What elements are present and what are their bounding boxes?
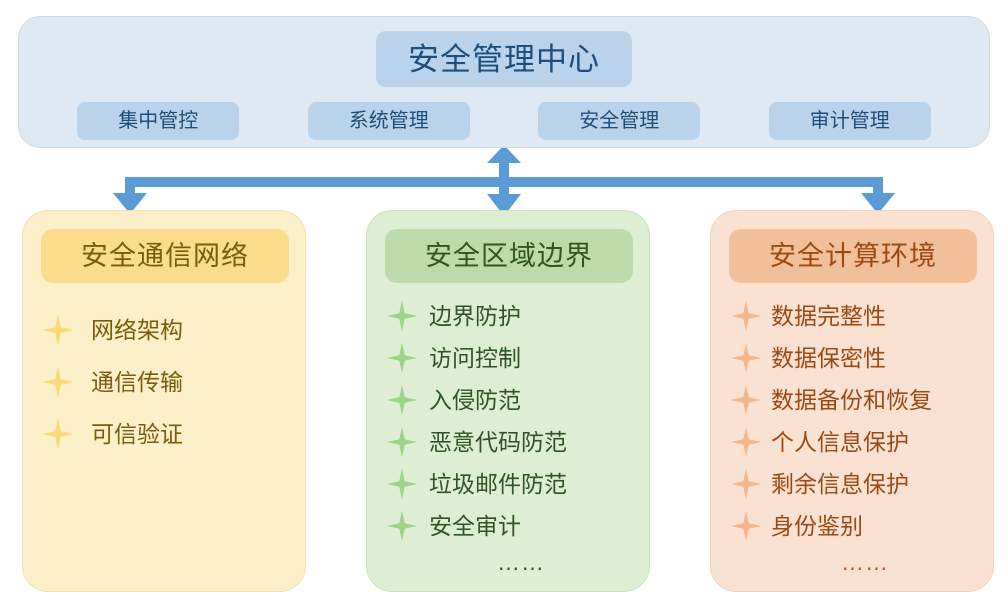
four-point-star-icon	[730, 384, 762, 416]
security-management-center-panel: 安全管理中心 集中管控 系统管理 安全管理 审计管理	[18, 16, 990, 148]
list-item-label: 访问控制	[429, 344, 521, 371]
four-point-star-icon	[42, 314, 74, 346]
four-point-star-icon	[386, 300, 418, 332]
list-item-label: 通信传输	[91, 368, 183, 395]
chip-audit-management[interactable]: 审计管理	[768, 102, 931, 140]
list-item-label: 数据保密性	[771, 344, 886, 371]
list-item-label: 身份鉴别	[771, 512, 863, 539]
arrow-up-icon	[487, 148, 521, 163]
list-item-label: 可信验证	[91, 420, 183, 447]
list-item-label: 恶意代码防范	[429, 428, 567, 455]
four-point-star-icon	[386, 510, 418, 542]
list-item[interactable]: 数据完整性	[729, 299, 975, 333]
column-header: 安全计算环境	[729, 229, 977, 283]
list-item-label: 剩余信息保护	[771, 470, 909, 497]
list-item[interactable]: 垃圾邮件防范	[385, 467, 631, 501]
list-item-label: 数据完整性	[771, 302, 886, 329]
column-title: 安全通信网络	[81, 240, 249, 271]
center-down-stem	[499, 186, 509, 200]
list-item[interactable]: 数据保密性	[729, 341, 975, 375]
horizontal-bar	[125, 177, 883, 187]
list-item[interactable]: 恶意代码防范	[385, 425, 631, 459]
right-stem	[873, 177, 883, 195]
four-point-star-icon	[42, 418, 74, 450]
list-item[interactable]: 安全审计	[385, 509, 631, 543]
column-item-list: 边界防护 访问控制 入侵防范 恶意代码防范	[367, 297, 649, 581]
list-item[interactable]: 数据备份和恢复	[729, 383, 975, 417]
four-point-star-icon	[386, 342, 418, 374]
chip-centralized-control[interactable]: 集中管控	[77, 102, 240, 140]
list-item-label: 网络架构	[91, 316, 183, 343]
list-item[interactable]: 个人信息保护	[729, 425, 975, 459]
connector-arrows	[113, 148, 895, 216]
chip-system-management[interactable]: 系统管理	[307, 102, 470, 140]
column-header: 安全通信网络	[41, 229, 289, 283]
list-ellipsis: ……	[841, 549, 889, 575]
left-stem	[125, 177, 135, 195]
four-point-star-icon	[386, 384, 418, 416]
chip-label: 系统管理	[348, 110, 429, 132]
column-title: 安全计算环境	[769, 240, 937, 271]
list-item[interactable]: 边界防护	[385, 299, 631, 333]
four-point-star-icon	[730, 426, 762, 458]
chip-security-management[interactable]: 安全管理	[538, 102, 701, 140]
column-item-list: 数据完整性 数据保密性 数据备份和恢复 个人信息保护	[711, 297, 993, 581]
list-item[interactable]: 通信传输	[41, 365, 287, 399]
list-item-label: 入侵防范	[429, 386, 521, 413]
four-point-star-icon	[730, 468, 762, 500]
column-item-list: 网络架构 通信传输 可信验证	[23, 297, 305, 581]
list-item[interactable]: 入侵防范	[385, 383, 631, 417]
list-item[interactable]: 访问控制	[385, 341, 631, 375]
list-ellipsis: ……	[497, 549, 545, 575]
column-secure-area-boundary[interactable]: 安全区域边界 边界防护 访问控制 入侵防范	[366, 210, 650, 592]
page-title: 安全管理中心	[408, 41, 600, 77]
panel-title-chip: 安全管理中心	[376, 31, 632, 87]
management-chip-row: 集中管控 系统管理 安全管理 审计管理	[19, 101, 989, 141]
column-header: 安全区域边界	[385, 229, 633, 283]
four-point-star-icon	[730, 300, 762, 332]
four-point-star-icon	[730, 510, 762, 542]
chip-label: 安全管理	[579, 110, 660, 132]
list-item-label: 个人信息保护	[771, 428, 909, 455]
list-item[interactable]: 可信验证	[41, 417, 287, 451]
list-item[interactable]: 网络架构	[41, 313, 287, 347]
column-secure-communication-network[interactable]: 安全通信网络 网络架构 通信传输 可信验证	[22, 210, 306, 592]
chip-label: 审计管理	[809, 110, 890, 132]
list-item[interactable]: 剩余信息保护	[729, 467, 975, 501]
list-item[interactable]: 身份鉴别	[729, 509, 975, 543]
chip-label: 集中管控	[118, 110, 199, 132]
four-point-star-icon	[386, 426, 418, 458]
list-item-label: 垃圾邮件防范	[429, 470, 567, 497]
list-item-label: 数据备份和恢复	[771, 386, 932, 413]
four-point-star-icon	[730, 342, 762, 374]
column-title: 安全区域边界	[425, 240, 593, 271]
column-secure-computing-environment[interactable]: 安全计算环境 数据完整性 数据保密性 数据备份和恢复	[710, 210, 994, 592]
list-item-label: 边界防护	[429, 302, 521, 329]
four-point-star-icon	[386, 468, 418, 500]
four-point-star-icon	[42, 366, 74, 398]
list-item-label: 安全审计	[429, 512, 521, 539]
center-up-stem	[499, 156, 509, 178]
